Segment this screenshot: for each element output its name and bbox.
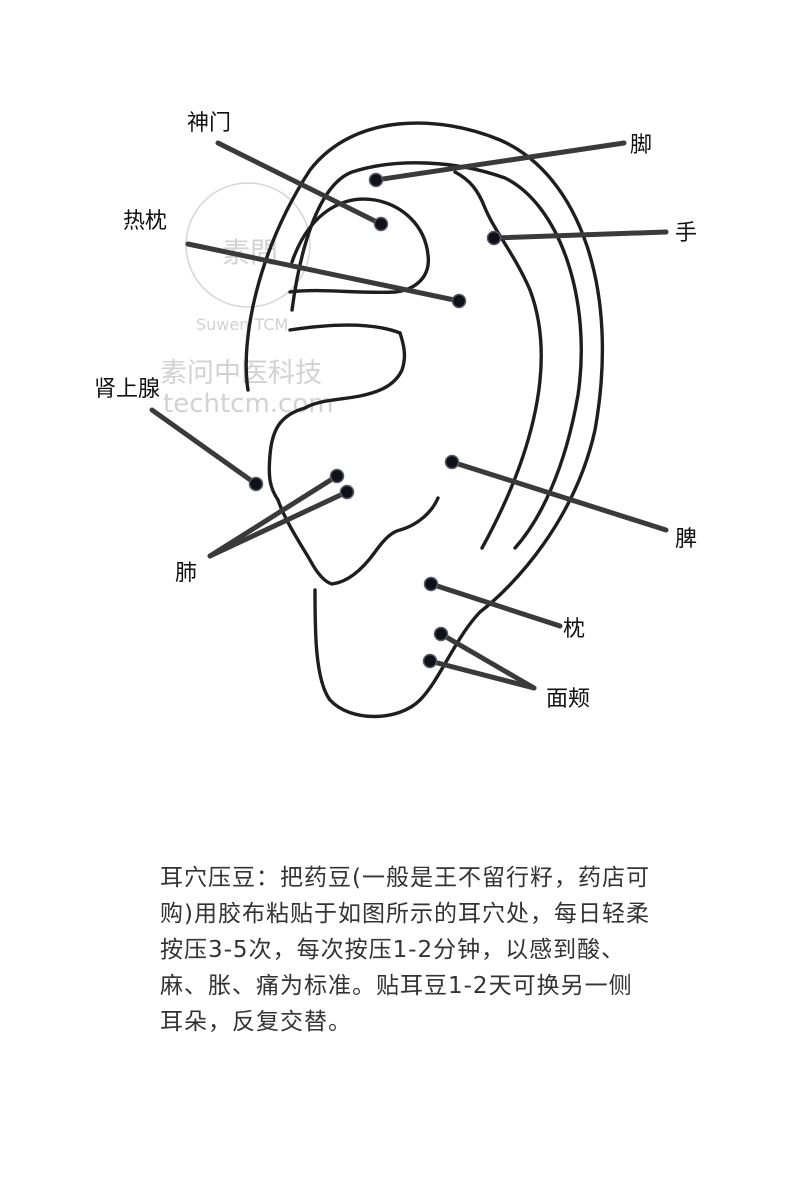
- instruction-text: 耳穴压豆：把药豆(一般是王不留行籽，药店可购)用胶布粘贴于如图所示的耳穴处，每日…: [160, 865, 650, 1035]
- watermark: 素問 Suwen TCM 素问中医科技 techtcm.com: [160, 182, 334, 419]
- point-shenshangxian: [248, 476, 264, 492]
- point-fei-1: [329, 468, 345, 484]
- point-mianjia-1: [433, 626, 449, 642]
- point-shou: [486, 230, 502, 246]
- point-pi: [444, 454, 460, 470]
- watermark-name: 素问中医科技: [160, 358, 322, 389]
- ear-outer-helix: [244, 121, 605, 719]
- ear-helix-inner: [290, 161, 583, 550]
- label-shenmen: 神门: [187, 111, 231, 136]
- leader-jiao: [373, 140, 627, 183]
- label-jiao: 脚: [630, 133, 652, 158]
- point-mianjia-2: [422, 653, 438, 669]
- acupoints: [248, 172, 502, 669]
- leader-shenshangxian: [149, 407, 259, 487]
- label-pi: 脾: [675, 527, 697, 552]
- point-rezhen: [451, 293, 467, 309]
- label-shenshangxian: 肾上腺: [94, 377, 160, 402]
- point-labels: 神门 热枕 肾上腺 肺 脚 手 脾 枕 面颊: [94, 111, 697, 712]
- leader-fei-1: [207, 473, 340, 559]
- leader-mianjia-1: [438, 631, 537, 691]
- point-zhen: [423, 576, 439, 592]
- leader-fei-2: [207, 489, 350, 559]
- ear-antihelix: [453, 170, 543, 550]
- point-jiao: [368, 172, 384, 188]
- label-rezhen: 热枕: [123, 209, 167, 234]
- label-fei: 肺: [175, 561, 197, 586]
- label-mianjia: 面颊: [546, 687, 590, 712]
- ear-acupoint-diagram: 素問 Suwen TCM 素问中医科技 techtcm.com: [94, 111, 697, 719]
- label-shou: 手: [675, 221, 697, 246]
- leader-mianjia-2: [427, 658, 537, 691]
- ear-concha-tragus: [267, 331, 440, 586]
- leader-lines: [149, 140, 669, 691]
- watermark-logo-sub: Suwen TCM: [196, 315, 288, 334]
- point-shenmen: [373, 216, 389, 232]
- leader-zhen: [428, 581, 563, 629]
- point-fei-2: [339, 484, 355, 500]
- leader-shou: [491, 229, 669, 241]
- label-zhen: 枕: [563, 617, 585, 642]
- leader-rezhen: [185, 241, 462, 304]
- leader-shenmen: [215, 140, 384, 227]
- leader-pi: [449, 459, 669, 533]
- ear-outline: [244, 121, 605, 719]
- watermark-site: techtcm.com: [163, 389, 334, 419]
- ear-lower-crus: [288, 323, 402, 335]
